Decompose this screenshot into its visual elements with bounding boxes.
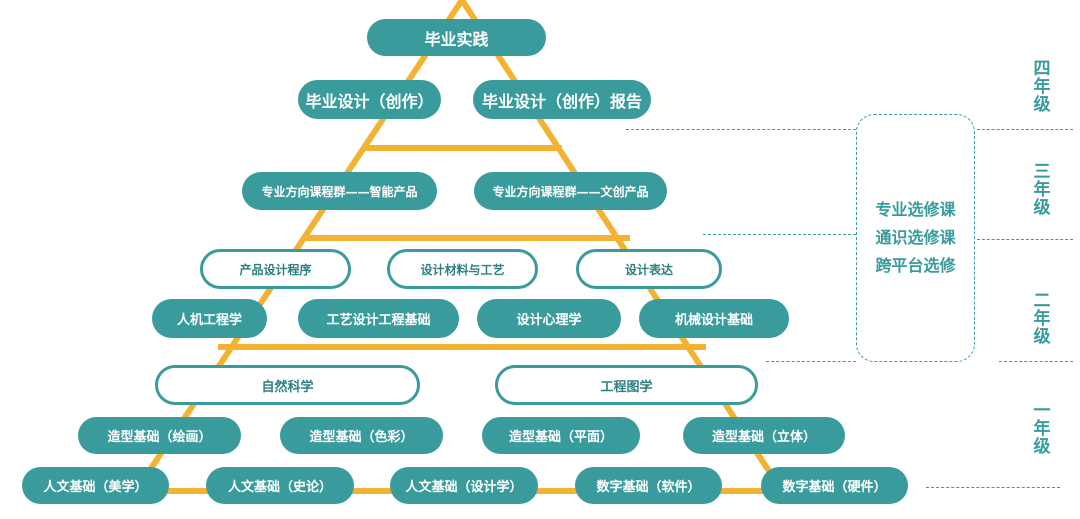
course-digital-software: 数字基础（软件） [575, 467, 722, 504]
course-cluster-cultural-products: 专业方向课程群——文创产品 [474, 172, 667, 210]
year-label-4: 四年级 [1033, 59, 1051, 115]
course-graduation-design: 毕业设计（创作） [298, 80, 441, 119]
course-cluster-smart-products: 专业方向课程群——智能产品 [242, 172, 437, 210]
course-modeling-drawing: 造型基础（绘画） [78, 417, 241, 454]
elective-professional: 专业选修课 [875, 200, 956, 219]
course-product-design-procedure: 产品设计程序 [200, 249, 351, 289]
course-humanities-design-studies: 人文基础（设计学） [390, 467, 538, 504]
course-graduation-design-report: 毕业设计（创作）报告 [473, 80, 651, 119]
course-modeling-planar: 造型基础（平面） [482, 417, 640, 454]
separator-y2-y1-right [999, 361, 1073, 362]
separator-y3-y2-left [703, 234, 856, 235]
elective-general: 通识选修课 [875, 228, 956, 247]
course-design-materials-process: 设计材料与工艺 [387, 249, 538, 289]
course-humanities-aesthetics: 人文基础（美学） [22, 467, 169, 504]
course-ergonomics: 人机工程学 [152, 299, 267, 338]
course-mechanical-design: 机械设计基础 [639, 299, 789, 338]
elective-cross-platform: 跨平台选修 [875, 256, 956, 275]
separator-y4-y3-left [626, 129, 856, 130]
course-process-design-engineering: 工艺设计工程基础 [298, 299, 459, 338]
course-humanities-history-theory: 人文基础（史论） [206, 467, 354, 504]
year-label-3: 三年级 [1033, 162, 1051, 218]
course-natural-science: 自然科学 [155, 365, 420, 405]
separator-y3-y2-right [977, 239, 1073, 240]
course-design-expression: 设计表达 [576, 249, 722, 289]
course-digital-hardware: 数字基础（硬件） [761, 467, 908, 504]
course-engineering-graphics: 工程图学 [495, 365, 758, 405]
course-modeling-solid: 造型基础（立体） [683, 417, 845, 454]
elective-courses-box: 专业选修课 通识选修课 跨平台选修 [856, 114, 975, 362]
separator-bottom [926, 487, 1060, 488]
course-modeling-color: 造型基础（色彩） [280, 417, 443, 454]
course-graduation-practice: 毕业实践 [367, 19, 546, 56]
year-label-1: 一年级 [1033, 401, 1051, 457]
year-label-2: 二年级 [1033, 291, 1051, 347]
separator-y4-y3-right [977, 129, 1073, 130]
course-design-psychology: 设计心理学 [477, 299, 621, 338]
separator-y2-y1-left [766, 361, 856, 362]
